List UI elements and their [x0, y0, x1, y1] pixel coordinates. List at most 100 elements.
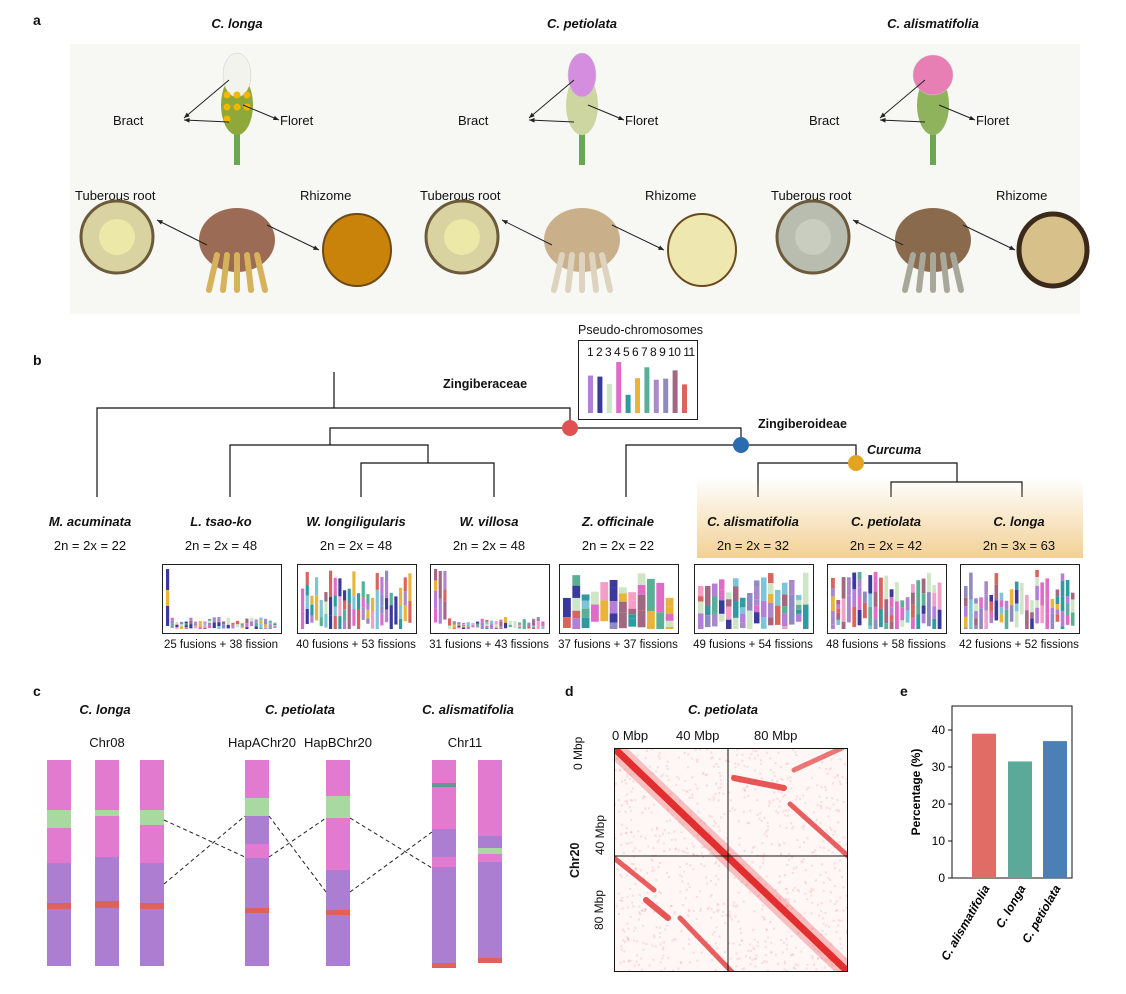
karyotype-segment [609, 587, 618, 602]
hic-noise [646, 872, 649, 875]
karyotype-segment [490, 620, 494, 625]
karyotype-segment [310, 595, 314, 605]
hic-noise [794, 751, 797, 754]
inset-bar [616, 362, 622, 413]
karyotype-segment [628, 592, 637, 601]
hic-noise [737, 820, 740, 823]
karyotype-segment [969, 599, 973, 629]
hic-noise [716, 947, 719, 950]
hic-noise [839, 942, 842, 945]
hic-noise [818, 766, 821, 769]
karyotype-segment [974, 603, 978, 612]
y-tick-label: 0 [938, 871, 945, 885]
chromosome-number: 2n = 2x = 32 [716, 538, 790, 553]
hic-noise [767, 936, 770, 939]
hic-noise [836, 775, 839, 778]
hic-noise [810, 890, 813, 893]
hic-noise [765, 830, 768, 833]
karyotype-segment [352, 596, 356, 610]
hic-signal [614, 748, 848, 972]
hic-noise [742, 787, 745, 790]
floret-dot [233, 91, 241, 99]
hic-noise [645, 942, 648, 945]
hic-noise [682, 904, 685, 907]
hic-noise [710, 908, 713, 911]
hic-noise [716, 903, 719, 906]
karyotype-box [430, 564, 550, 634]
karyotype-segment [264, 628, 268, 629]
karyotype-segment [637, 610, 646, 628]
hic-noise [822, 922, 825, 925]
hic-noise [718, 772, 721, 775]
hic-noise [635, 960, 638, 963]
floret-arrow-head [969, 115, 975, 121]
hic-noise [643, 908, 646, 911]
hic-noise [796, 839, 799, 842]
hic-noise [783, 842, 786, 845]
hic-noise [626, 802, 629, 805]
hic-noise [635, 868, 638, 871]
hic-noise [779, 800, 782, 803]
hic-noise [743, 849, 746, 852]
karyotype-segment [315, 607, 319, 621]
hic-noise [825, 797, 828, 800]
hic-noise [639, 869, 642, 872]
hic-noise [741, 863, 744, 866]
hic-noise [785, 898, 788, 901]
karyotype-segment [1040, 605, 1044, 624]
hic-noise [836, 773, 839, 776]
karyotype-segment [518, 627, 522, 629]
hic-noise [822, 881, 825, 884]
karyotype-segment [485, 624, 489, 626]
hic-noise [839, 937, 842, 940]
hapa-chr20-segment [245, 760, 269, 798]
karyotype-segment [911, 604, 915, 618]
hic-noise [790, 935, 793, 938]
karyotype-segment [212, 622, 216, 629]
karyotype-segment [619, 587, 627, 594]
karyotype-segment [222, 621, 226, 625]
karyotype-segment [389, 621, 393, 629]
karyotype-segment [726, 612, 732, 620]
hic-noise [787, 904, 790, 907]
karyotype-segment [180, 621, 184, 625]
karyotype-segment [352, 609, 356, 626]
hic-noise [828, 768, 831, 771]
karyotype-box [559, 564, 679, 634]
hic-noise [843, 836, 846, 839]
hic-noise [744, 790, 747, 793]
hic-noise [713, 931, 716, 934]
hic-noise [834, 885, 837, 888]
hic-noise [708, 853, 711, 856]
hic-noise [769, 768, 772, 771]
clade-label-zingiberoideae: Zingiberoideae [758, 417, 847, 431]
karyotype-segment [619, 612, 627, 623]
karyotype-segment [889, 607, 894, 616]
hic-noise [723, 951, 726, 954]
hic-noise [657, 839, 660, 842]
hic-noise [765, 928, 768, 931]
karyotype-segment [476, 623, 480, 626]
inset-bar [653, 379, 659, 413]
karyotype-segment [189, 624, 193, 629]
hic-noise [820, 801, 823, 804]
hic-noise [739, 855, 742, 858]
panel-label-a: a [33, 12, 41, 28]
karyotype-segment [532, 620, 536, 623]
hic-noise [696, 959, 699, 962]
hic-noise [712, 911, 715, 914]
hic-noise [750, 851, 753, 854]
hic-noise [717, 825, 720, 828]
hic-noise [632, 905, 635, 908]
karyotype-segment [231, 626, 235, 629]
karyotype-segment [879, 577, 883, 609]
karyotype-segment [964, 627, 968, 629]
hic-noise [624, 800, 627, 803]
specimen-illustration [775, 54, 1090, 293]
karyotype-segment [490, 624, 494, 629]
hic-noise [705, 784, 708, 787]
hic-noise [651, 869, 654, 872]
longa-chr-2-segment [95, 857, 119, 901]
hic-noise [740, 939, 743, 942]
karyotype-segment [203, 622, 207, 626]
